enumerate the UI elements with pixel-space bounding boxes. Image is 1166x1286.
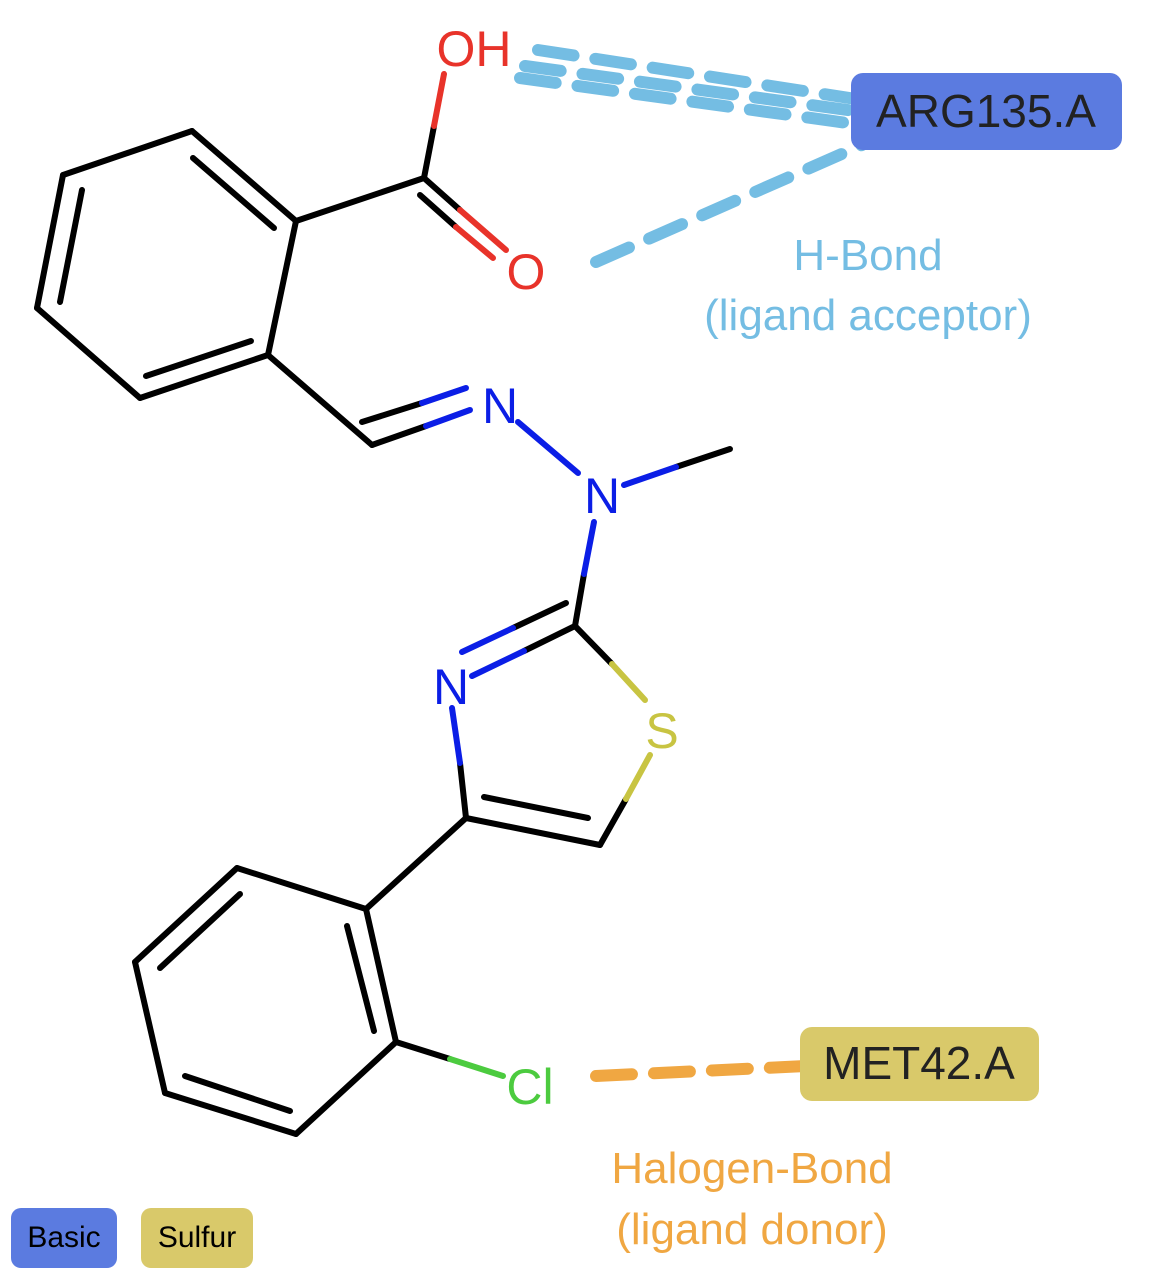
carbon-bonds (34, 123, 733, 1137)
atom-s: S (645, 703, 678, 759)
atom-n-amine: N (584, 468, 620, 524)
legend-sulfur: Sulfur (141, 1208, 253, 1268)
chlorine-bonds (447, 1056, 506, 1079)
residue-met42-box (800, 1027, 1039, 1101)
residue-arg135-box (851, 73, 1122, 150)
halogen-role-label: (ligand donor) (616, 1205, 888, 1254)
hbond-line-4 (590, 139, 868, 268)
hbond-interactions (514, 44, 868, 268)
legend-basic: Basic (11, 1208, 117, 1268)
atom-oh: OH (437, 21, 512, 77)
atom-n-imine: N (482, 378, 518, 434)
halogen-interactions (590, 1060, 812, 1082)
halogen-line (590, 1060, 812, 1082)
residue-arg135: ARG135.A (851, 73, 1122, 150)
oxygen-bonds (431, 71, 509, 261)
hbond-line-3 (514, 72, 868, 131)
atom-cl: Cl (506, 1059, 553, 1115)
residue-arg135-label: ARG135.A (876, 85, 1096, 137)
residue-met42: MET42.A (800, 1027, 1039, 1101)
atom-o: O (507, 244, 546, 300)
nitrogen-bonds (419, 385, 679, 766)
halogen-type-label: Halogen-Bond (611, 1144, 892, 1193)
hbond-type-label: H-Bond (793, 231, 942, 280)
atom-n-thiazole: N (433, 659, 469, 715)
hbond-line-1 (532, 44, 868, 106)
hbond-line-2 (519, 60, 868, 118)
residue-met42-label: MET42.A (823, 1037, 1015, 1089)
hbond-role-label: (ligand acceptor) (704, 291, 1032, 340)
sulfur-bonds (609, 661, 653, 802)
